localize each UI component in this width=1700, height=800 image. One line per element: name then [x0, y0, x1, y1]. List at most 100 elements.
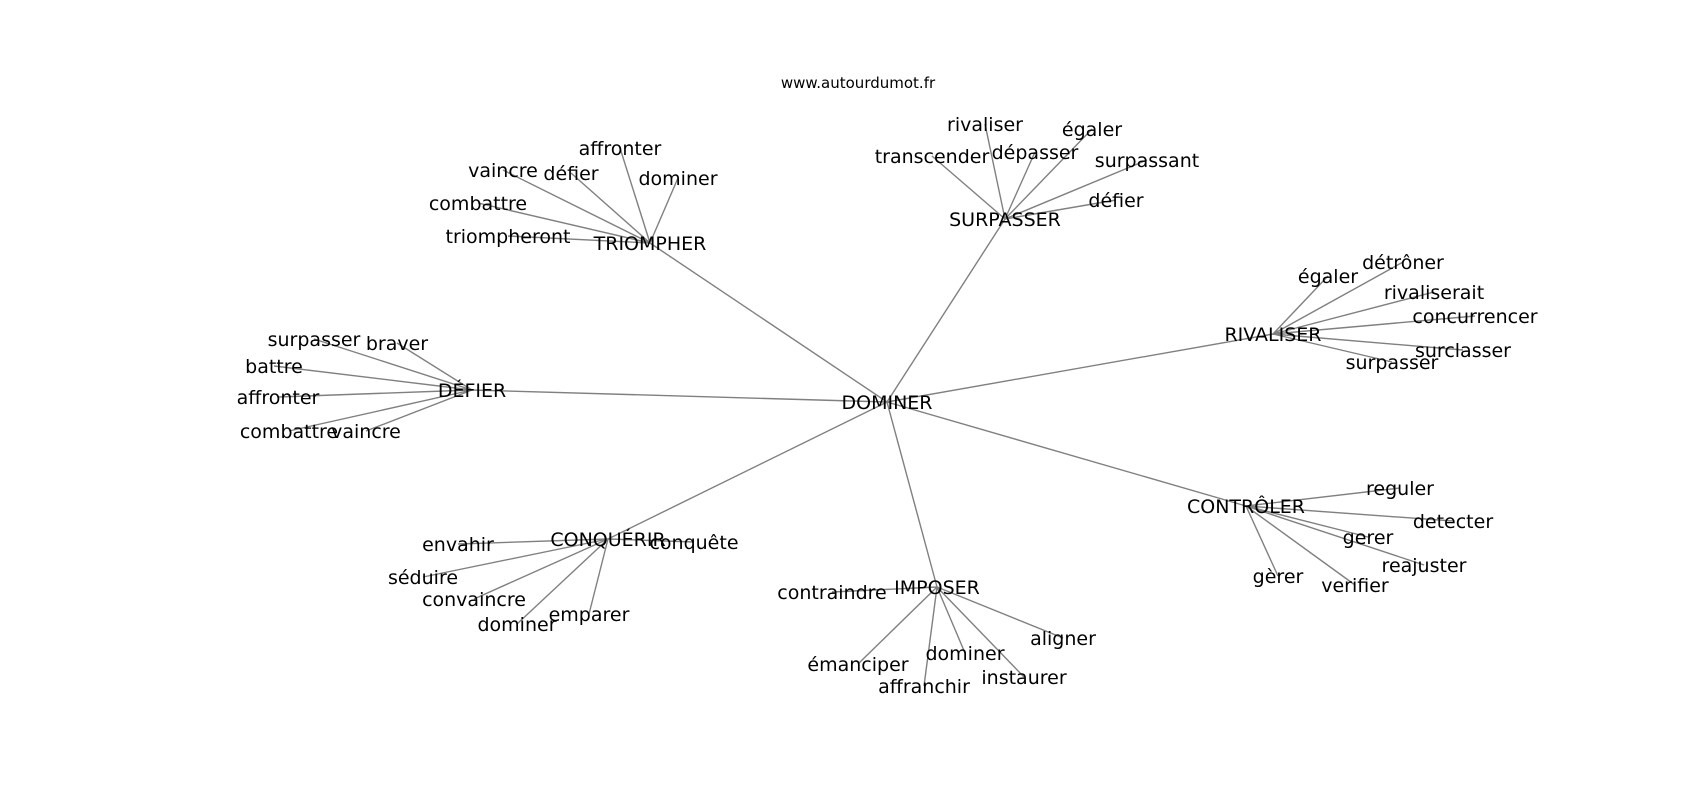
- leaf-node-label: dominer: [477, 614, 556, 636]
- edge-hub-leaf: [649, 177, 679, 244]
- edge-hub-leaf: [570, 172, 651, 244]
- leaf-node-label: detecter: [1413, 511, 1493, 533]
- edge-center-hub: [607, 401, 888, 540]
- edge-hub-leaf: [923, 586, 938, 687]
- edge-hub-leaf: [1245, 505, 1369, 538]
- edge-hub-leaf: [396, 342, 473, 391]
- edge-center-hub: [649, 242, 888, 403]
- leaf-node-label: affronter: [237, 387, 320, 409]
- edge-hub-leaf: [831, 586, 938, 593]
- edge-hub-leaf: [588, 538, 609, 615]
- edge-center-hub: [886, 333, 1274, 403]
- leaf-node-label: combattre: [240, 421, 338, 443]
- edge-hub-leaf: [607, 538, 695, 543]
- leaf-node-label: dominer: [925, 643, 1004, 665]
- leaf-node-label: surpassant: [1095, 150, 1199, 172]
- edge-hub-leaf: [857, 586, 938, 665]
- edge-hub-leaf: [477, 202, 651, 244]
- edge-hub-leaf: [936, 586, 1064, 639]
- edge-hub-leaf: [1245, 505, 1454, 522]
- source-label: www.autourdumot.fr: [781, 74, 936, 92]
- leaf-node-label: défier: [1088, 190, 1143, 212]
- leaf-node-label: gèrer: [1253, 566, 1304, 588]
- edge-hub-leaf: [1004, 159, 1148, 220]
- edge-center-hub: [886, 401, 938, 588]
- edge-hub-leaf: [1272, 261, 1404, 335]
- edge-hub-leaf: [507, 235, 651, 244]
- leaf-node-label: concurrencer: [1412, 306, 1537, 328]
- center-node-label: DOMINER: [841, 392, 932, 414]
- leaf-node-label: combattre: [429, 193, 527, 215]
- edge-hub-leaf: [457, 538, 609, 545]
- edge-hub-leaf: [1272, 275, 1329, 335]
- edge-center-hub: [886, 218, 1006, 403]
- leaf-node-label: instaurer: [981, 667, 1066, 689]
- edge-hub-leaf: [422, 538, 609, 578]
- edge-hub-leaf: [502, 169, 651, 244]
- edge-hub-leaf: [1272, 333, 1464, 351]
- edge-center-hub: [471, 389, 888, 403]
- leaf-node-label: contraindre: [777, 582, 886, 604]
- edge-hub-leaf: [365, 389, 473, 432]
- edge-hub-leaf: [1245, 487, 1401, 507]
- leaf-node-label: reajuster: [1382, 555, 1467, 577]
- edge-hub-leaf: [1272, 333, 1393, 363]
- edge-hub-leaf: [1245, 505, 1279, 577]
- hub-node-label: IMPOSER: [894, 577, 980, 599]
- edge-hub-leaf: [936, 586, 966, 654]
- leaf-node-label: convaincre: [422, 589, 526, 611]
- edge-hub-leaf: [931, 155, 1006, 220]
- leaf-node-label: reguler: [1366, 478, 1434, 500]
- leaf-node-label: séduire: [388, 567, 458, 589]
- leaf-node-label: transcender: [875, 146, 990, 168]
- leaf-node-label: affranchir: [878, 676, 970, 698]
- leaf-node-label: surpasser: [1346, 352, 1439, 374]
- hub-node-label: SURPASSER: [949, 209, 1061, 231]
- edge-hub-leaf: [936, 586, 1025, 678]
- leaf-node-label: vaincre: [331, 421, 401, 443]
- leaf-node-label: surpasser: [268, 329, 361, 351]
- hub-node-label: DÉFIER: [438, 379, 506, 402]
- leaf-node-label: gerer: [1343, 527, 1394, 549]
- edge-hub-leaf: [1245, 505, 1356, 586]
- edge-hub-leaf: [1272, 291, 1435, 335]
- leaf-node-label: dominer: [638, 168, 717, 190]
- leaf-node-label: rivaliser: [947, 114, 1023, 136]
- leaf-node-label: défier: [543, 163, 598, 185]
- leaf-node-label: surclasser: [1415, 340, 1511, 362]
- leaf-node-label: battre: [245, 356, 303, 378]
- hub-node-label: TRIOMPHER: [593, 233, 707, 255]
- leaf-node-label: vaincre: [468, 160, 538, 182]
- edge-hub-leaf: [1004, 151, 1036, 220]
- edge-hub-leaf: [1245, 505, 1425, 566]
- hub-node-label: CONTRÔLER: [1187, 494, 1305, 518]
- hub-node-label: CONQUÉRIR: [550, 528, 665, 551]
- edge-hub-leaf: [273, 365, 473, 391]
- edge-hub-leaf: [1004, 199, 1117, 220]
- edge-hub-leaf: [288, 389, 473, 432]
- hub-node-label: RIVALISER: [1224, 324, 1321, 346]
- leaf-node-label: détrôner: [1362, 252, 1444, 274]
- leaf-node-label: conquête: [649, 532, 738, 554]
- leaf-node-label: émanciper: [807, 654, 908, 676]
- edge-hub-leaf: [1004, 128, 1093, 220]
- leaf-node-label: envahir: [422, 534, 494, 556]
- leaf-node-label: aligner: [1030, 628, 1096, 650]
- edge-hub-leaf: [313, 338, 473, 391]
- edge-hub-leaf: [1272, 315, 1476, 335]
- edge-hub-leaf: [619, 147, 651, 244]
- leaf-node-label: emparer: [549, 604, 630, 626]
- leaf-node-label: dépasser: [992, 142, 1079, 164]
- edge-hub-leaf: [473, 538, 609, 600]
- leaf-node-label: affronter: [579, 138, 662, 160]
- leaf-node-label: triompheront: [446, 226, 571, 248]
- leaf-node-label: égaler: [1298, 266, 1358, 288]
- edge-hub-leaf: [516, 538, 609, 625]
- edge-hub-leaf: [984, 123, 1006, 220]
- graph-edges: [273, 123, 1476, 687]
- leaf-node-label: égaler: [1062, 119, 1122, 141]
- edge-center-hub: [886, 401, 1247, 507]
- leaf-node-label: rivaliserait: [1384, 282, 1484, 304]
